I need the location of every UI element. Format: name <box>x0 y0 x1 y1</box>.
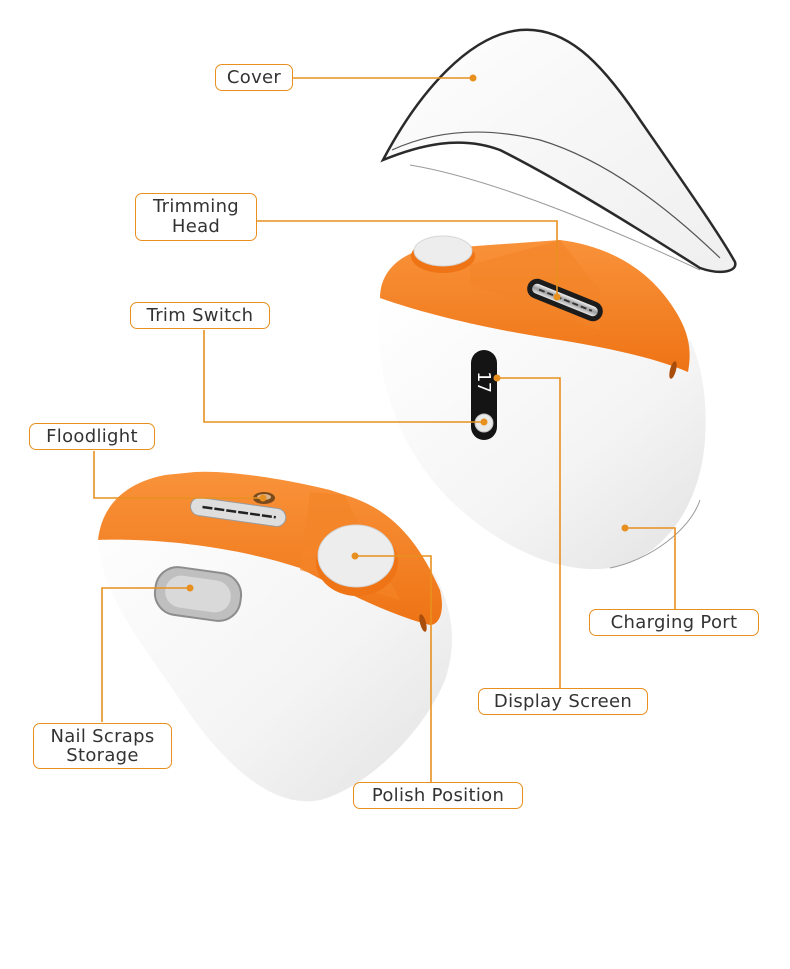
clipper-right: 17 <box>378 235 706 570</box>
nail-scraps-window <box>153 566 243 622</box>
label-text: Storage <box>66 745 139 766</box>
label-display-screen: Display Screen <box>478 688 648 715</box>
label-text: Head <box>171 216 221 237</box>
label-charging-port: Charging Port <box>589 609 759 636</box>
cover-shell <box>380 28 737 274</box>
leader-display-screen <box>497 377 561 688</box>
label-text: Display Screen <box>493 691 633 712</box>
leader-charging-port <box>625 527 676 609</box>
label-polish-position: Polish Position <box>353 782 523 809</box>
label-text: Floodlight <box>46 426 138 447</box>
label-trim-switch: Trim Switch <box>130 302 270 329</box>
label-text: Cover <box>226 67 282 88</box>
leader-floodlight <box>93 451 263 499</box>
leader-polish-position <box>355 555 432 783</box>
display-screen: 17 <box>471 350 497 440</box>
leader-trim-switch <box>203 330 484 423</box>
label-trimming-head: Trimming Head <box>135 193 257 241</box>
leader-lines <box>93 77 676 783</box>
leader-trimming-head <box>256 220 558 297</box>
label-text: Trim Switch <box>146 305 254 326</box>
label-text: Trimming <box>152 196 240 217</box>
label-cover: Cover <box>215 64 293 91</box>
label-text: Charging Port <box>610 612 738 633</box>
label-nail-scraps-storage: Nail Scraps Storage <box>33 723 172 769</box>
label-text: Nail Scraps <box>50 726 155 747</box>
label-text: Polish Position <box>371 785 505 806</box>
label-floodlight: Floodlight <box>29 423 155 450</box>
display-reading: 17 <box>473 371 494 393</box>
leader-nail-scraps <box>101 587 190 722</box>
leader-dots <box>186 74 629 592</box>
